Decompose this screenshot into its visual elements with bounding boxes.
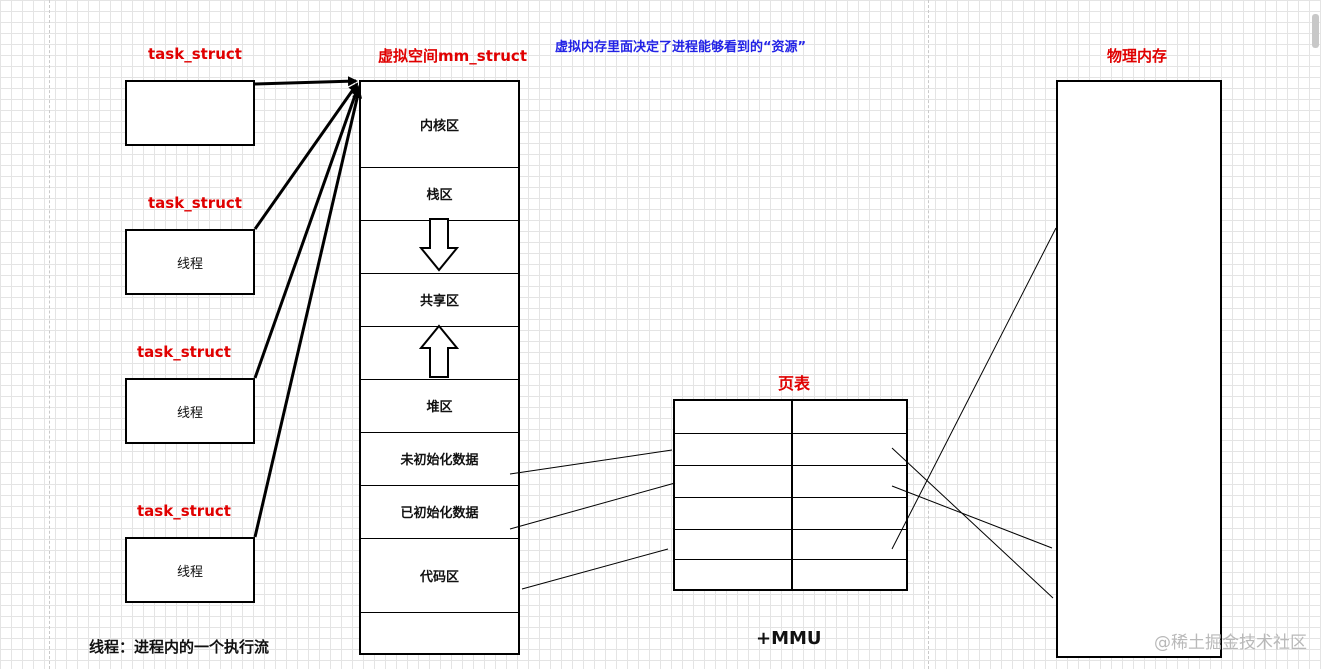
arrow-thread3-to-mm: [253, 88, 363, 538]
thread-box-1: 线程: [125, 229, 255, 295]
page-table-column-divider: [791, 401, 793, 589]
watermark: @稀土掘金技术社区: [1154, 633, 1307, 653]
segment-heap: 堆区: [361, 379, 518, 433]
physical-memory-title: 物理内存: [1107, 47, 1168, 65]
arrow-thread1-to-mm: [253, 82, 359, 230]
line-text-to-pt: [521, 548, 669, 590]
page-table-row: [675, 497, 906, 530]
segment-bss: 未初始化数据: [361, 432, 518, 486]
physical-memory-box: [1056, 80, 1222, 658]
mm-struct-title: 虚拟空间mm_struct: [378, 47, 527, 65]
segment-stack-growth: [361, 220, 518, 274]
segment-data: 已初始化数据: [361, 485, 518, 539]
task-struct-label-1: task_struct: [148, 45, 242, 63]
page-table-title: 页表: [778, 374, 811, 393]
page-table-row: [675, 433, 906, 466]
page-table-row: [675, 401, 906, 434]
line-bss-to-pt: [509, 449, 673, 475]
segment-kernel: 内核区: [361, 82, 518, 168]
line-pt-to-phys-2: [891, 485, 1053, 549]
line-data-to-pt: [509, 482, 676, 530]
segment-text: 代码区: [361, 538, 518, 613]
thread-box-2: 线程: [125, 378, 255, 444]
line-pt-to-phys-1: [891, 447, 1054, 599]
line-pt-to-phys-3: [891, 227, 1057, 550]
footnote: 线程：进程内的一个执行流: [89, 638, 270, 656]
segment-heap-growth: [361, 326, 518, 380]
task-struct-label-3: task_struct: [137, 343, 231, 361]
arrow-task-to-mm: [254, 76, 358, 87]
segment-bottom: [361, 612, 518, 653]
page-table-row: [675, 529, 906, 560]
virtual-memory-column: 内核区 栈区 共享区 堆区 未初始化数据 已初始化数据 代码区: [359, 80, 520, 655]
arrow-thread2-to-mm: [253, 85, 361, 379]
task-struct-label-2: task_struct: [148, 194, 242, 212]
right-dashed-divider: [928, 0, 929, 669]
task-struct-label-4: task_struct: [137, 502, 231, 520]
page-table-row: [675, 465, 906, 498]
process-box: [125, 80, 255, 146]
scrollbar-thumb[interactable]: [1312, 14, 1319, 48]
page-table: [673, 399, 908, 591]
segment-stack: 栈区: [361, 167, 518, 221]
mmu-label: +MMU: [756, 628, 822, 649]
segment-shared: 共享区: [361, 273, 518, 327]
left-dashed-divider: [49, 0, 50, 669]
virtual-memory-note: 虚拟内存里面决定了进程能够看到的“资源”: [555, 40, 807, 55]
thread-box-3: 线程: [125, 537, 255, 603]
